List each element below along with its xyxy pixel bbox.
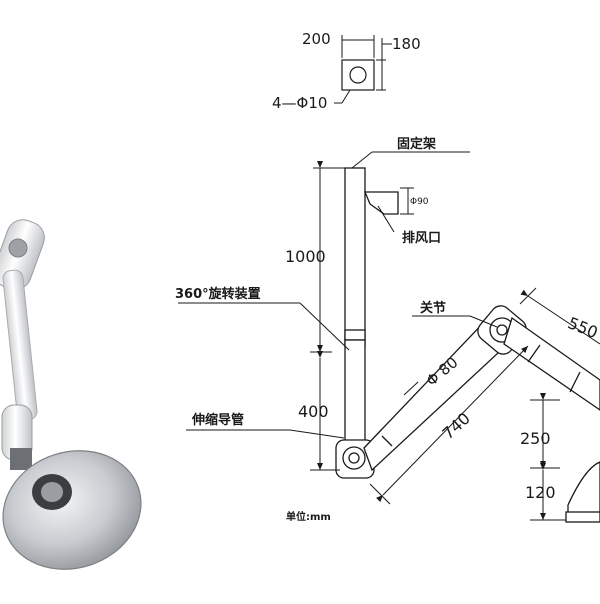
exhaust-port-label: 排风口: [402, 230, 441, 246]
dim-400-label: 400: [298, 402, 329, 421]
arm-drawing: [335, 167, 600, 523]
fixed-bracket-leader: [351, 151, 470, 169]
joint-label: 关节: [420, 300, 446, 316]
plate-width-label: 200: [302, 30, 331, 48]
dim-1000-label: 1000: [285, 247, 326, 266]
unit-label: 单位:mm: [286, 510, 331, 523]
fixed-bracket-label: 固定架: [397, 136, 436, 152]
exhaust-diameter-label: Φ90: [410, 197, 429, 207]
product-photo: [0, 219, 142, 570]
dim-250-label: 250: [520, 429, 551, 448]
dim-550: [519, 287, 600, 345]
telescopic-leader: [186, 429, 345, 439]
telescopic-pipe-label: 伸缩导管: [191, 412, 244, 428]
mount-plate-detail: 200 180 4—Φ10: [272, 30, 421, 112]
rotation-leader: [178, 302, 350, 351]
dim-740: [369, 345, 529, 505]
dim-250-120: [530, 393, 566, 521]
exhaust-port-dim: [377, 187, 414, 233]
plate-height-label: 180: [392, 35, 421, 53]
dim-400: [310, 351, 340, 471]
joint-leader: [412, 315, 498, 328]
dim-120-label: 120: [525, 483, 556, 502]
dim-550-label: 550: [565, 313, 600, 342]
dim-740-label: 740: [438, 409, 473, 444]
rotation-device-label: 360°旋转装置: [175, 286, 261, 302]
plate-holes-label: 4—Φ10: [272, 94, 327, 112]
